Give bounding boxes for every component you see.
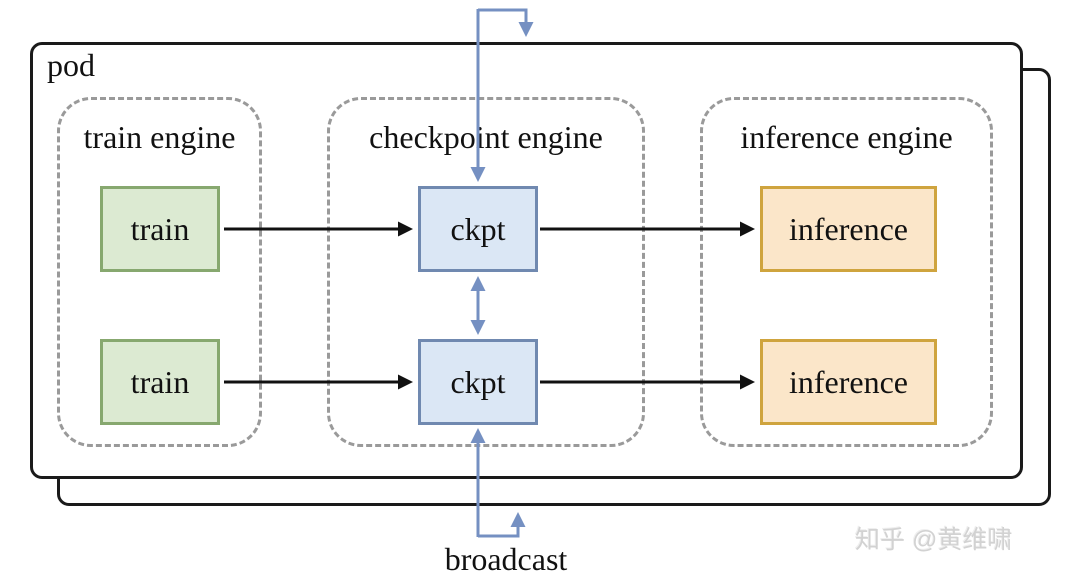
node-train-2-label: train xyxy=(130,363,190,400)
engine-box-checkpoint: checkpoint engine xyxy=(327,97,645,447)
engine-label-train: train engine xyxy=(83,119,236,155)
node-train-1-label: train xyxy=(130,210,190,247)
arrow-broadcast-top-hook-into-pod xyxy=(478,8,534,37)
node-ckpt-2: ckpt xyxy=(418,339,538,425)
node-train-1: train xyxy=(100,186,220,272)
watermark: 知乎 @黄维啸 xyxy=(855,526,1013,554)
engine-box-inference: inference engine xyxy=(700,97,993,447)
engine-label-inference: inference engine xyxy=(740,119,953,155)
pod-label: pod xyxy=(47,47,95,83)
node-ckpt-1-label: ckpt xyxy=(450,210,506,247)
node-ckpt-2-label: ckpt xyxy=(450,363,506,400)
node-inference-1-label: inference xyxy=(788,210,908,247)
engine-box-train: train engine xyxy=(57,97,262,447)
engine-label-checkpoint: checkpoint engine xyxy=(369,119,603,155)
node-inference-2: inference xyxy=(760,339,937,425)
arrow-broadcast-bottom-hook-into-pod xyxy=(478,512,526,538)
node-train-2: train xyxy=(100,339,220,425)
node-ckpt-1: ckpt xyxy=(418,186,538,272)
node-inference-1: inference xyxy=(760,186,937,272)
broadcast-label: broadcast xyxy=(444,541,568,577)
node-inference-2-label: inference xyxy=(788,363,908,400)
